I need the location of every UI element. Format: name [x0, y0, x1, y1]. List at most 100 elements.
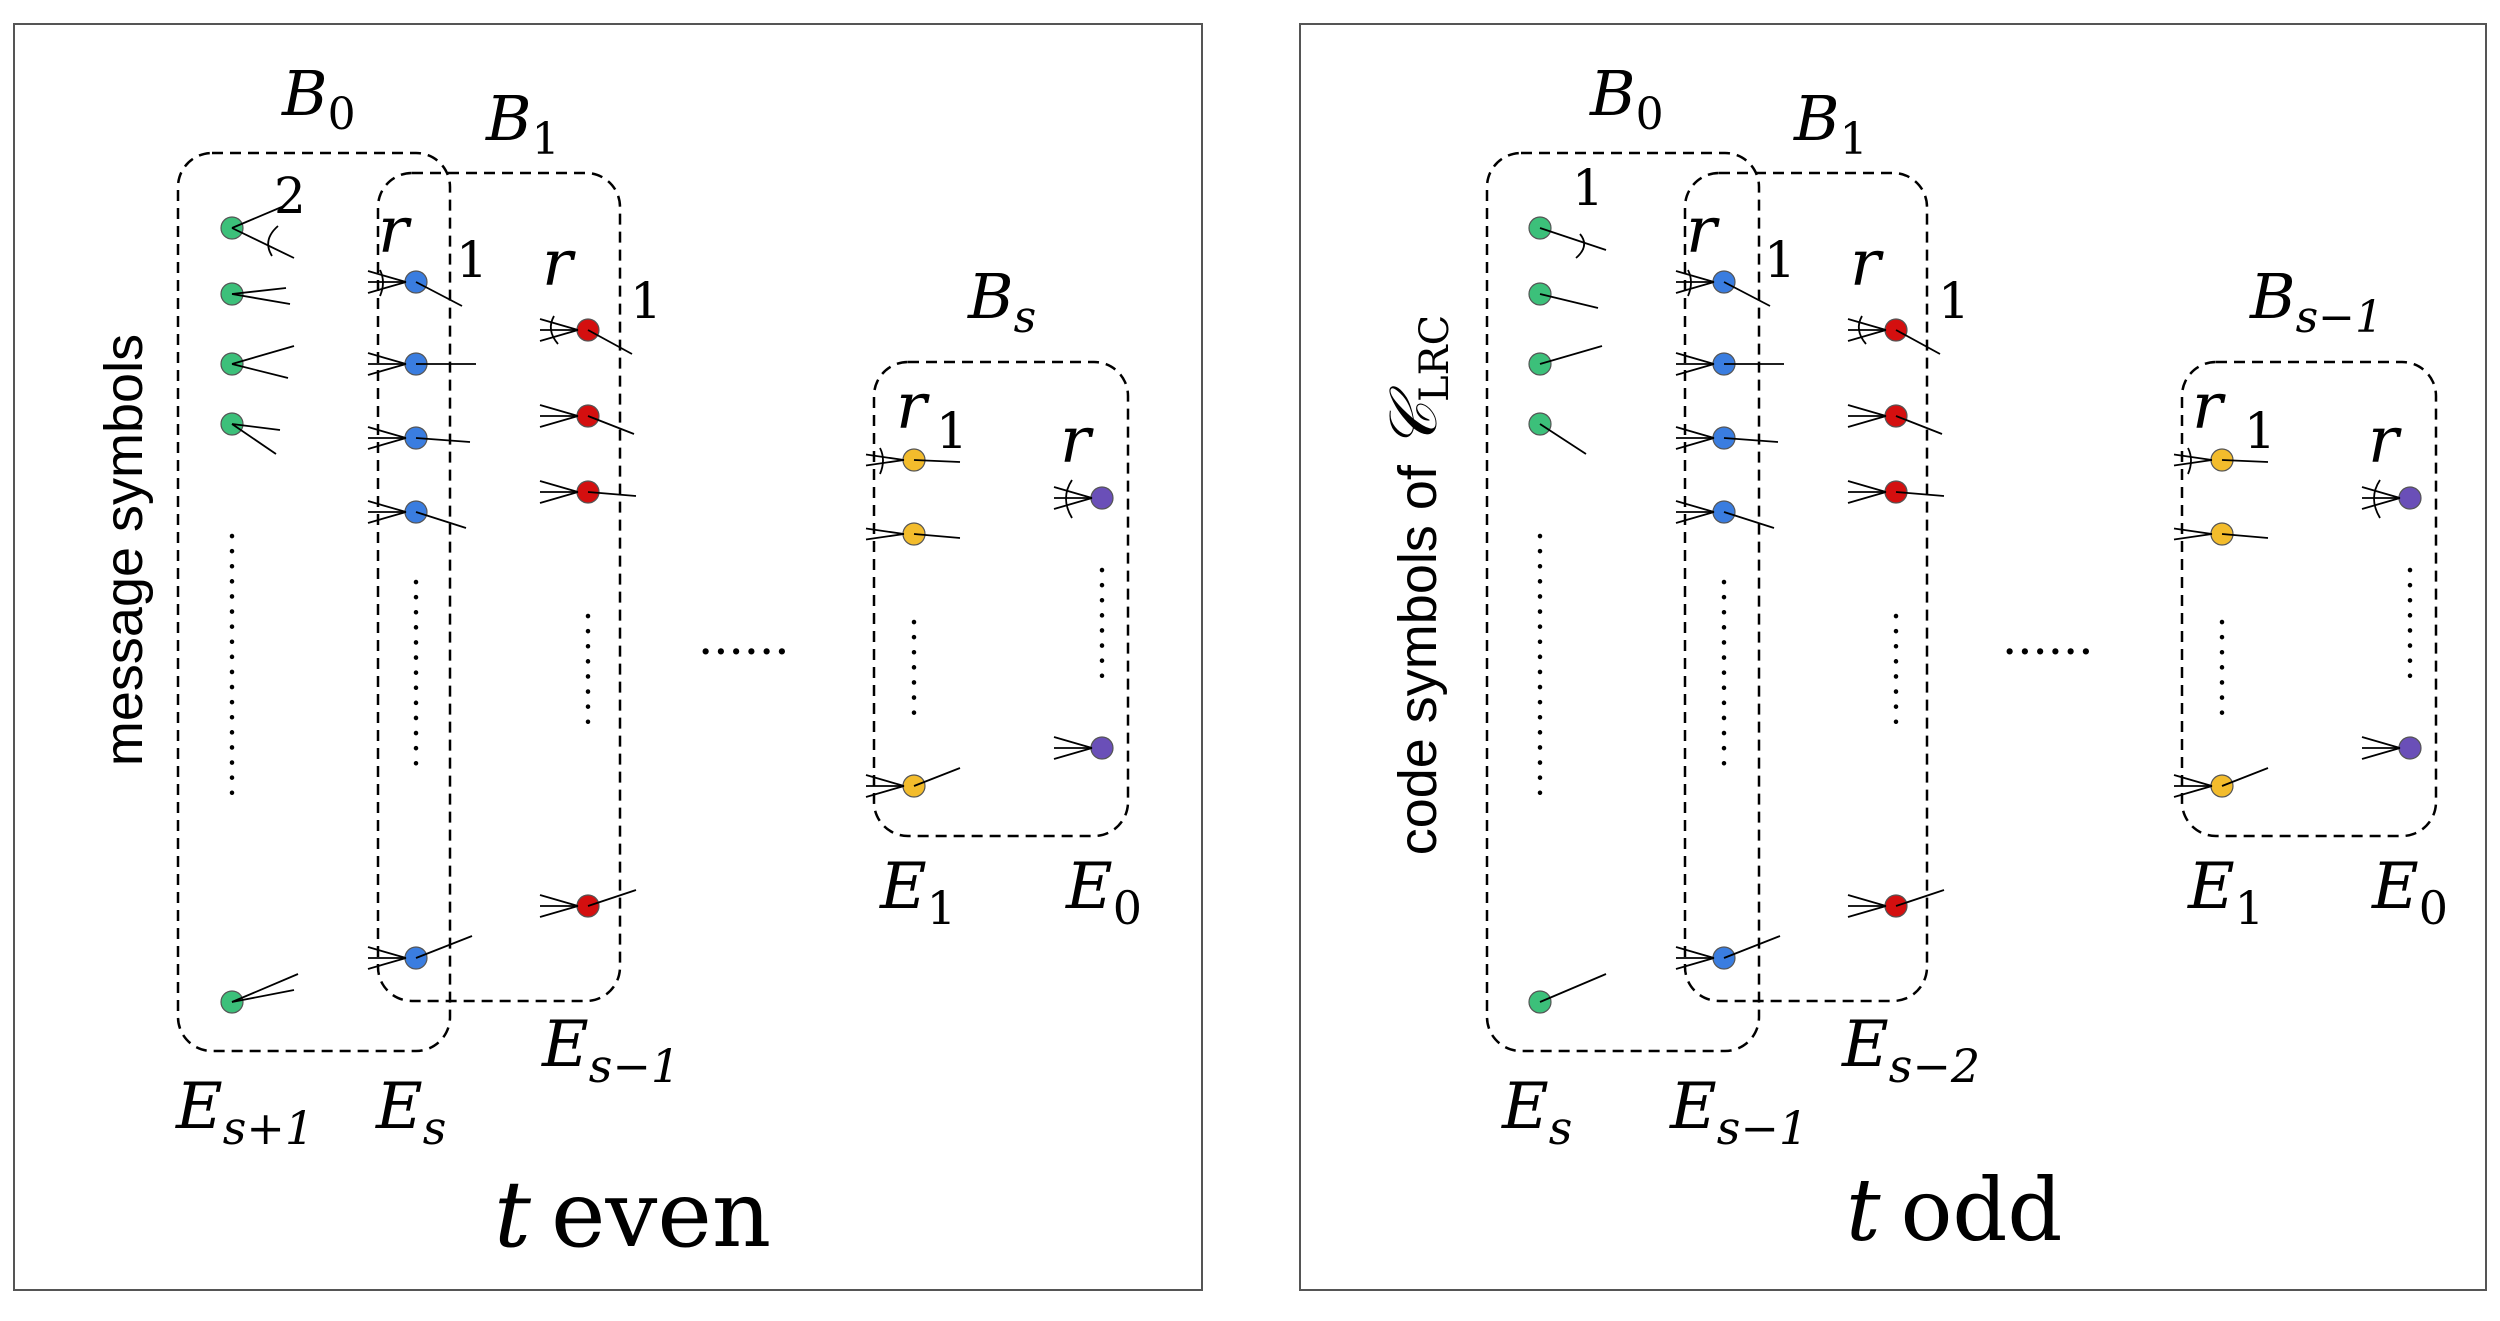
edge-mark-yellow: 1: [936, 402, 968, 460]
top-label-blue-odd: r: [1686, 194, 1720, 268]
degree-arc: [379, 269, 384, 297]
edge-mark-blue: 1: [456, 231, 488, 289]
incoming-edge: [1675, 352, 1715, 365]
node-purple: [2398, 736, 2422, 760]
outgoing-edge: [2221, 533, 2269, 539]
incoming-edge: [539, 491, 579, 504]
outgoing-edge: [1539, 227, 1607, 251]
incoming-edge: [1847, 329, 1887, 342]
incoming-edge: [1053, 497, 1093, 510]
incoming-edge: [367, 437, 407, 450]
outgoing-edge: [231, 345, 295, 365]
panel-frame-even: [13, 23, 1203, 1291]
incoming-edge: [1847, 905, 1887, 918]
group-label-b1-odd: B1: [1793, 82, 1868, 165]
incoming-edge: [1847, 404, 1887, 417]
outgoing-edge: [587, 415, 635, 435]
col-label-e1-odd: E1: [2187, 850, 2264, 935]
incoming-edge: [1847, 480, 1887, 493]
incoming-edge: [2361, 736, 2401, 749]
incoming-edge: [1675, 511, 1715, 524]
group-label-b0-odd: B0: [1589, 57, 1664, 140]
degree-arc: [1065, 479, 1073, 519]
incoming-edge: [1675, 426, 1715, 439]
node-purple: [1090, 736, 1114, 760]
outgoing-edge: [1895, 889, 1945, 907]
outgoing-edge: [231, 287, 287, 295]
top-label-yellow: r: [896, 370, 930, 444]
outgoing-edge: [1723, 281, 1771, 307]
degree-arc: [1857, 315, 1867, 345]
incoming-edge: [1675, 946, 1715, 959]
outgoing-edge: [231, 973, 299, 1003]
incoming-edge: [2173, 774, 2213, 787]
incoming-edge: [865, 527, 905, 535]
incoming-edge: [1847, 491, 1887, 504]
incoming-edge: [2361, 486, 2401, 499]
marks-even: [220, 205, 1114, 1014]
outgoing-edge: [415, 437, 471, 443]
outgoing-edge: [913, 767, 961, 787]
edge-mark-red-odd: 1: [1938, 272, 1970, 330]
side-label-even: message symbols: [94, 334, 154, 766]
incoming-edge: [1847, 894, 1887, 907]
outgoing-edge: [231, 423, 281, 431]
incoming-edge: [1053, 736, 1093, 749]
top-label-red: r: [542, 227, 576, 301]
outgoing-edge: [2221, 459, 2269, 463]
col-label-e0-odd: E0: [2371, 850, 2448, 935]
top-label-red-odd: r: [1850, 227, 1884, 301]
edge-mark-green-odd: 1: [1572, 159, 1604, 217]
outgoing-edge: [587, 329, 633, 355]
incoming-edge: [539, 318, 579, 331]
outgoing-edge: [1539, 293, 1599, 309]
edge-mark-blue-odd: 1: [1764, 231, 1796, 289]
degree-arc: [1575, 233, 1586, 259]
incoming-edge: [367, 946, 407, 959]
outgoing-edge: [415, 511, 467, 529]
outgoing-edge: [1539, 973, 1607, 1003]
incoming-edge: [367, 957, 407, 970]
incoming-edge: [367, 500, 407, 513]
col-label-esm1-odd: Es−1: [1669, 1070, 1808, 1155]
outgoing-edge: [231, 423, 277, 455]
incoming-edge: [1053, 486, 1093, 499]
incoming-edge: [2173, 527, 2213, 535]
incoming-edge: [539, 480, 579, 493]
incoming-edge: [1675, 500, 1715, 513]
incoming-edge: [1675, 437, 1715, 450]
outgoing-edge: [231, 293, 291, 305]
panel-frame-odd: [1299, 23, 2487, 1291]
incoming-edge: [367, 270, 407, 283]
group-box-bs: [872, 360, 1130, 838]
outgoing-edge: [1895, 491, 1945, 497]
degree-arc: [1687, 269, 1692, 297]
incoming-edge: [1053, 747, 1093, 760]
incoming-edge: [2173, 459, 2213, 467]
incoming-edge: [2173, 533, 2213, 541]
col-label-e1: E1: [879, 850, 956, 935]
degree-arc: [2187, 447, 2192, 475]
group-box-bsm1-odd: [2180, 360, 2438, 838]
incoming-edge: [2173, 453, 2213, 461]
incoming-edge: [367, 281, 407, 294]
col-label-esm1: Es−1: [541, 1008, 680, 1093]
panel-odd: B0 B1 Bs−1 code symbols of 𝒞LRC r r r r …: [1375, 57, 2448, 1261]
degree-arc: [879, 447, 884, 475]
outgoing-edge: [913, 533, 961, 539]
incoming-edge: [1847, 318, 1887, 331]
outgoing-edge: [587, 491, 637, 497]
col-label-es: Es: [375, 1070, 446, 1155]
outgoing-edge: [231, 989, 295, 1003]
col-label-es1: Es+1: [175, 1070, 314, 1155]
side-label-odd: code symbols of 𝒞LRC: [1375, 315, 1458, 856]
outgoing-edge: [415, 935, 473, 959]
node-purple: [1090, 486, 1114, 510]
incoming-edge: [367, 426, 407, 439]
incoming-edge: [367, 363, 407, 376]
group-box-b1: [376, 171, 622, 1003]
incoming-edge: [1847, 415, 1887, 428]
outgoing-edge: [231, 363, 289, 379]
